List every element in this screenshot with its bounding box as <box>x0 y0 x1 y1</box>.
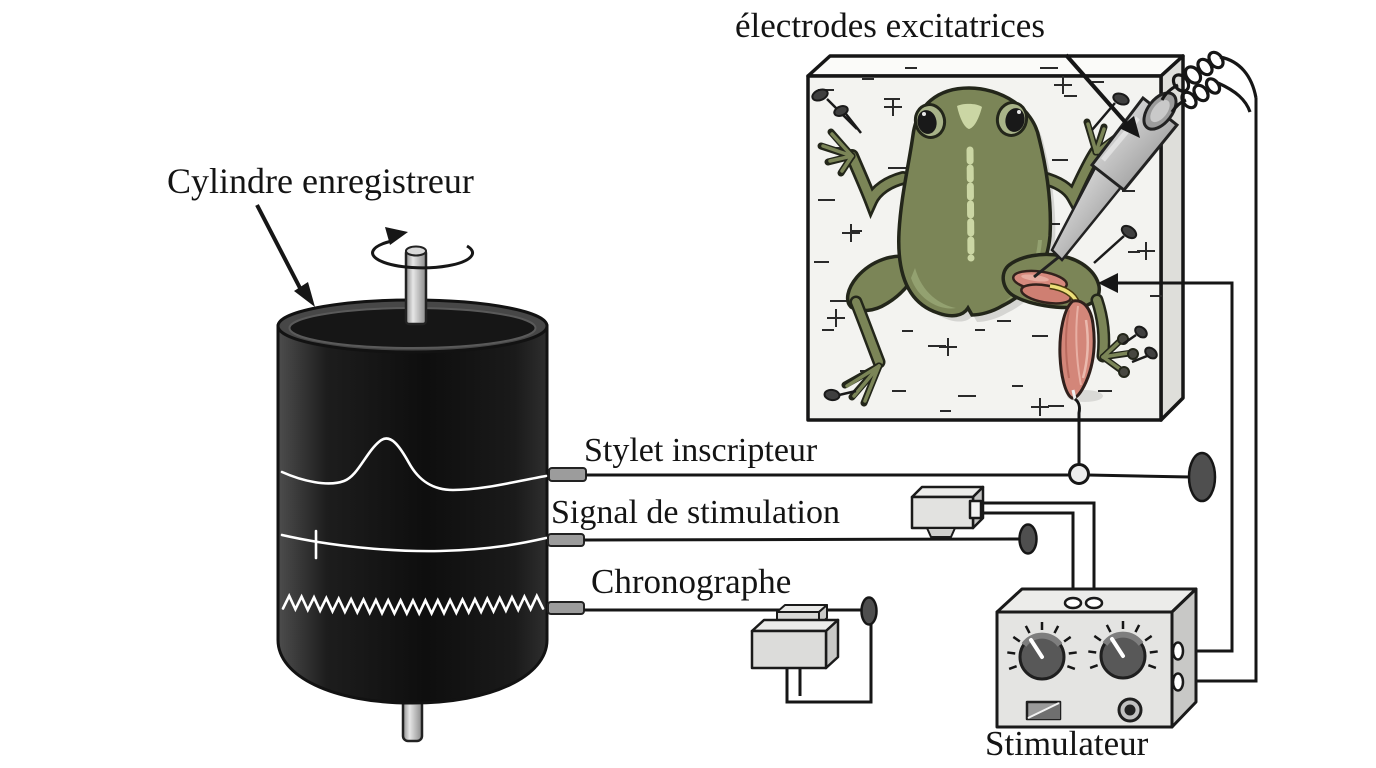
nerve-wire-arrowhead <box>1098 273 1118 293</box>
pin <box>1122 325 1148 346</box>
toe-pad <box>1118 366 1130 378</box>
frog-body <box>897 86 1053 318</box>
muscle-thread <box>1073 397 1081 465</box>
knob-tick <box>1149 650 1158 654</box>
knob-tick <box>1063 635 1072 643</box>
frog-dorsal-stripe <box>966 146 975 262</box>
signal-marker-wire-1 <box>982 501 1096 600</box>
stimulator-side-terminal-2 <box>1171 672 1185 692</box>
chronograph-loop-wire <box>785 623 873 704</box>
rotation-arrow-icon <box>371 227 475 270</box>
drum-axle-cap <box>405 245 427 257</box>
stimulator-top-terminal-2 <box>1084 596 1104 610</box>
label-chronograph: Chronographe <box>591 562 792 601</box>
knob-tick <box>1147 664 1157 670</box>
stylus-bottom <box>547 601 585 615</box>
stylus-top <box>548 467 587 482</box>
electrode-cap-inner <box>1150 99 1170 123</box>
pin <box>823 388 857 402</box>
knob-tick <box>1008 665 1018 671</box>
knob-tick <box>1053 625 1060 634</box>
chronograph-device <box>750 604 840 670</box>
coil-lead <box>1219 55 1258 99</box>
trace-time-zigzag <box>281 592 545 617</box>
lever-to-post-line <box>1087 473 1191 479</box>
pin <box>833 105 862 134</box>
recording-drum <box>255 204 587 743</box>
stimulator-side-terminal-1 <box>1171 641 1185 661</box>
label-exciting-electrodes: électrodes excitatrices <box>735 6 1045 45</box>
knob-tick <box>1012 635 1021 643</box>
frog-left-arm <box>817 128 910 220</box>
signal-post <box>1018 523 1038 555</box>
board-pins <box>811 88 1158 402</box>
stimulator-box <box>995 587 1198 729</box>
frog-right-eye <box>995 101 1029 137</box>
knob-tick <box>1134 624 1141 633</box>
frog <box>817 86 1139 407</box>
knob-tick <box>1024 625 1031 634</box>
drum-top-axle <box>404 248 428 326</box>
knob-tick <box>1088 650 1097 654</box>
knob-tick <box>1066 665 1076 671</box>
electrode-needle <box>1033 254 1061 279</box>
drum-traces <box>280 437 548 617</box>
gastrocnemius-muscle <box>1058 299 1103 402</box>
signal-marker-device <box>910 485 985 538</box>
circuit-wires <box>583 98 1258 704</box>
label-recording-cylinder: Cylindre enregistreur <box>167 161 474 201</box>
board-top-face <box>806 54 1185 78</box>
knob-tick <box>1068 651 1077 655</box>
electrode-holder <box>1033 50 1258 279</box>
toe-pad <box>1127 348 1139 360</box>
signal-lever-line <box>583 537 1022 542</box>
coil-return-wire <box>1183 98 1258 683</box>
knob-pointer <box>1110 637 1125 658</box>
knob-tick <box>1105 624 1112 633</box>
chronograph-post <box>860 596 878 626</box>
electrodes-label-arrow <box>1064 53 1140 138</box>
signal-marker-foot <box>926 527 956 538</box>
label-stimulation-signal: Signal de stimulation <box>551 494 840 531</box>
trace-signal-line <box>280 533 548 553</box>
drum-body <box>276 324 549 705</box>
lever-counterweight-post <box>1187 451 1217 503</box>
knob-tick <box>1089 664 1099 670</box>
knob-tick <box>1144 634 1153 642</box>
frog-right-foot <box>1090 293 1139 378</box>
chronograph-body <box>750 629 828 670</box>
frog-belly-highlight-right <box>1004 240 1042 302</box>
pin <box>1131 346 1158 364</box>
frog-snout-patch <box>957 103 982 129</box>
stimulator-knob-1 <box>1007 622 1077 681</box>
pin <box>1093 224 1138 264</box>
knob-tick <box>1007 651 1016 655</box>
signal-marker-port <box>968 499 983 520</box>
label-writing-stylus: Stylet inscripteur <box>584 432 818 469</box>
nerve-electrode-wire <box>1102 281 1234 653</box>
cylinder-label-arrow <box>255 204 315 307</box>
stimulator-top-terminal-1 <box>1063 596 1083 610</box>
frog-left-eye <box>913 103 947 139</box>
knob-pointer <box>1029 638 1044 659</box>
knob-tick <box>1093 634 1102 642</box>
trace-muscle-twitch <box>280 437 548 492</box>
stimulator-switch <box>1025 700 1062 721</box>
frog-belly-highlight-left <box>911 268 956 309</box>
signal-marker-wire-2 <box>982 511 1075 600</box>
stimulator-knob-2 <box>1088 621 1158 680</box>
coil-wires <box>1160 50 1258 113</box>
label-stimulator: Stimulateur <box>985 724 1149 763</box>
lever-pivot-junction <box>1068 463 1090 485</box>
stylus-middle <box>547 533 585 547</box>
frog-left-leg <box>841 254 919 407</box>
stimulator-button <box>1117 697 1143 723</box>
styluses <box>547 467 587 615</box>
